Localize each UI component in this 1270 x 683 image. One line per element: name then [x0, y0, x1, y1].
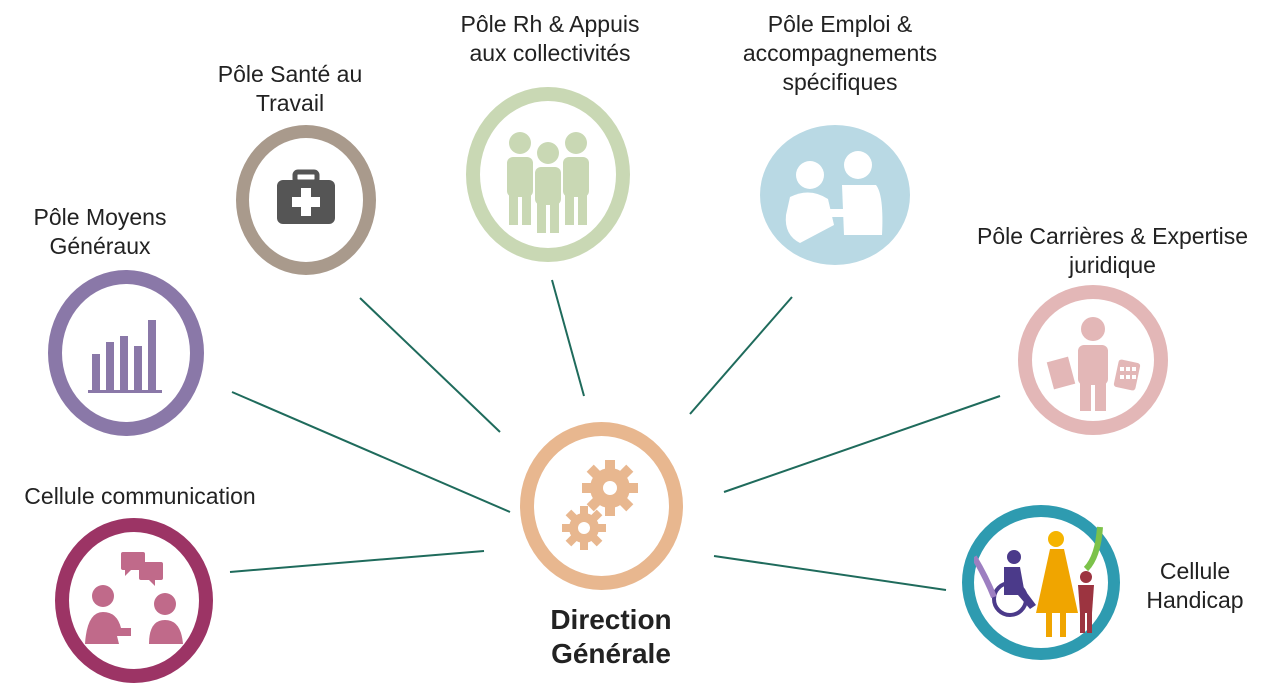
- conversation-icon: [85, 552, 183, 644]
- node-moyens-generaux: [48, 270, 204, 436]
- family-wheelchair-icon: [974, 526, 1103, 637]
- bar-chart-icon: [88, 320, 162, 393]
- link-rh: [551, 279, 585, 397]
- link-sante: [359, 297, 501, 433]
- node-emploi: [760, 125, 910, 265]
- people-group-icon: [507, 132, 589, 233]
- node-sante-travail: [236, 125, 376, 275]
- link-handicap: [713, 555, 947, 591]
- label-communication: Cellule communication: [24, 483, 256, 509]
- link-emploi: [689, 296, 793, 415]
- link-carrieres: [723, 395, 1001, 493]
- link-communication: [229, 550, 485, 573]
- link-moyens: [231, 391, 511, 513]
- first-aid-kit-icon: [277, 169, 335, 224]
- gears-icon: [562, 460, 638, 550]
- node-carrieres: [1018, 285, 1168, 435]
- node-rh-appuis: [466, 87, 630, 262]
- handshake-icon: [785, 151, 883, 243]
- node-communication: [55, 518, 213, 683]
- person-documents-icon: [1046, 317, 1141, 411]
- node-handicap: [962, 505, 1120, 660]
- node-direction-generale: [520, 422, 683, 590]
